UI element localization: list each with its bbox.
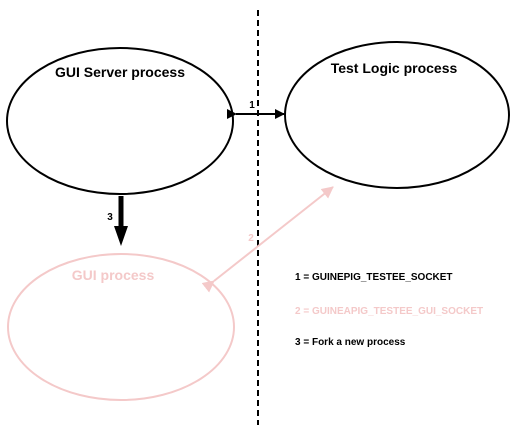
edge-2-label: 2 [248,233,254,244]
legend: 1 = GUINEPIG_TESTEE_SOCKET 2 = GUINEAPIG… [295,272,483,348]
gui-server-process-label: GUI Server process [55,64,185,80]
edge-1-label: 1 [249,100,255,111]
edge-1-socket: 1 [227,100,285,119]
gui-process-label: GUI process [72,267,155,283]
edge-2-gui-socket: 2 [201,186,334,293]
test-logic-process-node [284,41,510,189]
gui-process-node [7,253,235,401]
edge-3-label: 3 [107,212,113,223]
edge-3-fork: 3 [107,196,128,246]
test-logic-process-label: Test Logic process [331,60,458,76]
legend-item-2: 2 = GUINEAPIG_TESTEE_GUI_SOCKET [295,306,483,317]
legend-item-3: 3 = Fork a new process [295,337,406,348]
legend-item-1: 1 = GUINEPIG_TESTEE_SOCKET [295,272,453,283]
gui-server-process-node [6,47,234,195]
